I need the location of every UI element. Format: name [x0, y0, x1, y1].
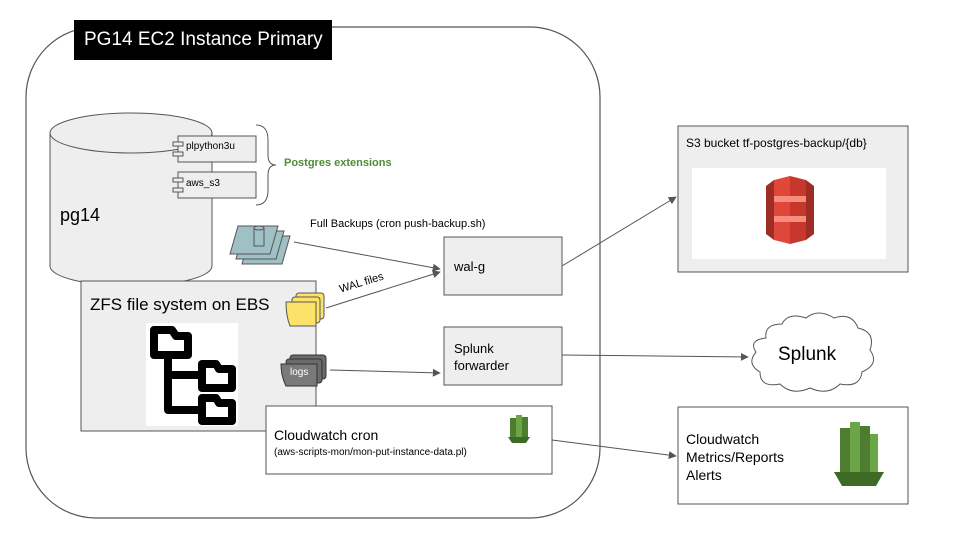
cloudwatch-icon [834, 422, 884, 486]
cloudwatch-line1: Cloudwatch [686, 431, 760, 447]
instance-title: PG14 EC2 Instance Primary [74, 20, 332, 60]
extension-plpython3u: plpython3u [186, 141, 235, 152]
full-backups-label: Full Backups (cron push-backup.sh) [310, 218, 486, 230]
cron-to-cloudwatch-arrow [551, 439, 677, 460]
cloudwatch-cron-box [265, 405, 553, 475]
logs-arrow [329, 368, 441, 377]
splunk-forwarder-line1: Splunk [454, 341, 494, 356]
splunk-label: Splunk [778, 344, 837, 365]
walg-to-s3-arrow [561, 196, 677, 267]
walg-box [443, 236, 563, 296]
wal-files-arrow [325, 270, 441, 309]
full-backup-files-icon [229, 225, 291, 265]
logs-files-icon [280, 354, 327, 387]
extensions-brace [255, 124, 277, 206]
cloudwatch-line3: Alerts [686, 467, 722, 483]
wal-files-icon [285, 292, 325, 327]
cloudwatch-small-icon [508, 415, 530, 443]
splunk-forwarder-line2: forwarder [454, 358, 509, 373]
database-name: pg14 [60, 205, 101, 225]
extension-box-aws-s3 [172, 171, 257, 199]
extension-aws-s3: aws_s3 [186, 178, 220, 189]
cloudwatch-line2: Metrics/Reports [686, 449, 785, 465]
extension-box-plpython3u [172, 135, 257, 163]
splunk-forwarder-box [443, 326, 563, 386]
logs-label: logs [290, 367, 309, 378]
extensions-label: Postgres extensions [284, 157, 392, 169]
splunk-cloud-icon [751, 312, 875, 392]
forwarder-to-splunk-arrow [561, 352, 749, 361]
folder-tree-icon [150, 326, 236, 425]
cloudwatch-cron-path: (aws-scripts-mon/mon-put-instance-data.p… [274, 447, 467, 458]
s3-label: S3 bucket tf-postgres-backup/{db} [686, 136, 867, 150]
full-backup-arrow [293, 241, 441, 272]
walg-label: wal-g [454, 259, 486, 274]
s3-bucket-icon [766, 176, 814, 244]
cloudwatch-cron-title: Cloudwatch cron [274, 427, 379, 443]
zfs-label: ZFS file system on EBS [90, 295, 270, 314]
